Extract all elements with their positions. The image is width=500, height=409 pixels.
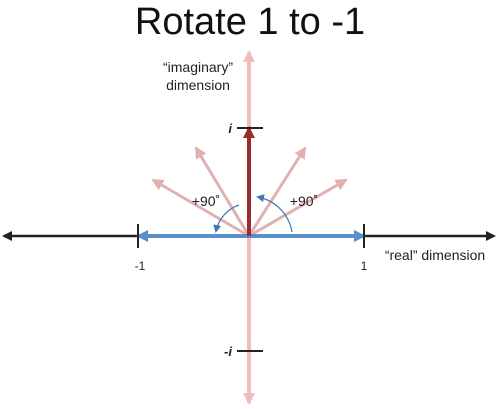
tick-label-neg-i: -i xyxy=(224,344,232,359)
rotation-arrow-22-right xyxy=(248,178,348,238)
rotation-arrow-45-right xyxy=(247,146,307,237)
real-axis-label: “real” dimension xyxy=(385,247,485,263)
tick-label-neg-one: -1 xyxy=(135,259,146,273)
rotation-arrow-22-left xyxy=(151,178,250,238)
imaginary-axis-label-line2: dimension xyxy=(166,77,230,93)
tick-label-pos-i: i xyxy=(228,121,232,136)
page-title: Rotate 1 to -1 xyxy=(134,1,366,43)
rotation-arc-right xyxy=(256,194,293,233)
imaginary-axis-label-line1: “imaginary” xyxy=(163,59,233,75)
tick-label-pos-one: 1 xyxy=(361,259,368,273)
rotation-arrow-45-left xyxy=(194,146,251,237)
rotation-arc-left xyxy=(213,204,240,233)
angle-label-left: +90˚ xyxy=(192,193,220,209)
angle-label-right: +90˚ xyxy=(290,193,318,209)
